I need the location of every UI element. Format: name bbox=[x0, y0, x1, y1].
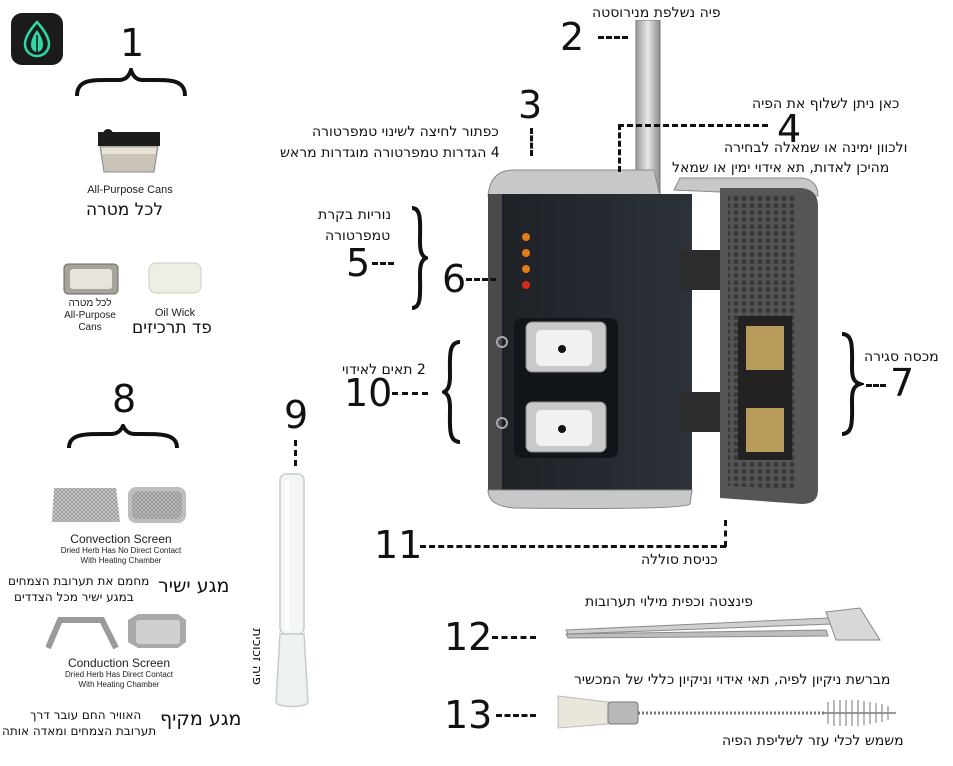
callout-12-line bbox=[492, 636, 536, 639]
chambers-label: 2 תאים לאידוי bbox=[342, 362, 426, 378]
mouth-adjust-label-3: מהיכן לאדות, תא אידוי ימין או שמאל bbox=[672, 160, 890, 176]
small-can-english-2: Cans bbox=[78, 322, 102, 333]
brush-image bbox=[557, 695, 896, 729]
small-can-hebrew: לכל מטרה bbox=[68, 298, 112, 309]
convection-screen-image bbox=[52, 487, 186, 523]
callout-6-line bbox=[466, 278, 496, 281]
mouth-adjust-label-1: כאן ניתן לשלוף את הפיה bbox=[752, 96, 900, 112]
direct-contact-label: מגע ישיר bbox=[158, 575, 230, 597]
callout-7-line bbox=[866, 384, 886, 387]
button-label-1: כפתור לחיצה לשינוי טמפרטורה bbox=[312, 124, 499, 140]
vaporizer-device-image bbox=[487, 20, 819, 509]
callout-13-line bbox=[496, 714, 536, 717]
brace-5 bbox=[411, 206, 428, 310]
battery-label: כניסת סוללה bbox=[641, 552, 718, 568]
glass-stem-label: פיה זכוכית bbox=[249, 628, 264, 685]
callout-5-line bbox=[372, 262, 394, 265]
mouthpiece-label: פיה נשלפת מנירוסטה bbox=[592, 5, 721, 21]
brace-1 bbox=[75, 68, 187, 97]
convection-screen-title: Convection Screen bbox=[70, 532, 172, 546]
callout-2: 2 bbox=[560, 15, 585, 59]
app-logo-icon bbox=[11, 13, 63, 65]
brush-label: מברשת ניקיון לפיה, תאי אידוי וניקיון כלל… bbox=[574, 672, 891, 688]
small-can-image bbox=[63, 263, 119, 295]
lid-label: מכסה סגירה bbox=[864, 349, 939, 365]
conduction-sub-2: With Heating Chamber bbox=[78, 680, 160, 689]
callout-4: 4 bbox=[777, 107, 802, 151]
direct-contact-desc-1: מחמם את תערובת הצמחים bbox=[8, 574, 150, 588]
tweezers-image bbox=[565, 607, 881, 641]
callout-11-line-h bbox=[420, 545, 726, 548]
conduction-screen-title: Conduction Screen bbox=[67, 656, 171, 670]
all-purpose-cans-label: All-Purpose Cans bbox=[87, 184, 173, 196]
callout-6: 6 bbox=[442, 257, 467, 301]
callout-9-line bbox=[294, 440, 297, 466]
callout-3: 3 bbox=[518, 83, 543, 127]
convection-sub-2: With Heating Chamber bbox=[80, 556, 162, 565]
callout-3-line bbox=[530, 128, 533, 156]
callout-4-line-v bbox=[618, 124, 621, 172]
callout-10-line bbox=[392, 392, 428, 395]
conduction-screen-image bbox=[46, 614, 186, 650]
tweezers-label: פינצטה וכפית מילוי תערובות bbox=[585, 594, 753, 610]
callout-1: 1 bbox=[120, 21, 145, 65]
leds-label-1: נוריות בקרת bbox=[318, 207, 392, 223]
oil-wick-hebrew-label: פד תרכיזים bbox=[132, 318, 212, 338]
button-label-2: 4 הגדרות טמפרטורה מוגדרות מראש bbox=[280, 145, 500, 161]
oil-wick-label: Oil Wick bbox=[154, 307, 196, 319]
indirect-contact-desc-2: תערובת הצמחים ומאדה אותה bbox=[2, 724, 157, 738]
indirect-contact-desc-1: האוויר החם עובר דרך bbox=[30, 708, 142, 722]
direct-contact-desc-2: במגע ישיר מכל הצדדים bbox=[14, 590, 134, 604]
all-purpose-can-image bbox=[98, 129, 160, 173]
callout-11-line-v bbox=[724, 520, 727, 547]
convection-sub-1: Dried Herb Has No Direct Contact bbox=[60, 546, 182, 555]
indirect-contact-label: מגע מקיף bbox=[160, 708, 242, 730]
glass-stem-image bbox=[275, 473, 309, 708]
brace-7 bbox=[841, 332, 864, 436]
all-purpose-hebrew-label: לכל מטרה bbox=[86, 200, 163, 220]
callout-12: 12 bbox=[444, 615, 493, 659]
brace-8 bbox=[67, 424, 179, 449]
small-can-english-1: All-Purpose bbox=[64, 310, 116, 321]
oil-wick-image bbox=[148, 262, 202, 294]
leds-label-2: טמפרטורה bbox=[325, 228, 391, 244]
callout-2-line bbox=[598, 36, 628, 39]
callout-4-line-h bbox=[618, 124, 768, 127]
callout-10: 10 bbox=[344, 371, 393, 415]
adapter-label: משמש לכלי עזר לשליפת הפיה bbox=[722, 733, 904, 749]
brace-10 bbox=[442, 340, 461, 444]
mouth-adjust-label-2: ולכוון ימינה או שמאלה לבחירה bbox=[724, 140, 908, 156]
callout-5: 5 bbox=[346, 241, 371, 285]
callout-9: 9 bbox=[284, 393, 309, 437]
conduction-sub-1: Dried Herb Has Direct Contact bbox=[64, 670, 174, 679]
callout-7: 7 bbox=[890, 361, 915, 405]
callout-13: 13 bbox=[444, 693, 493, 737]
callout-11: 11 bbox=[374, 523, 423, 567]
callout-8: 8 bbox=[112, 377, 137, 421]
